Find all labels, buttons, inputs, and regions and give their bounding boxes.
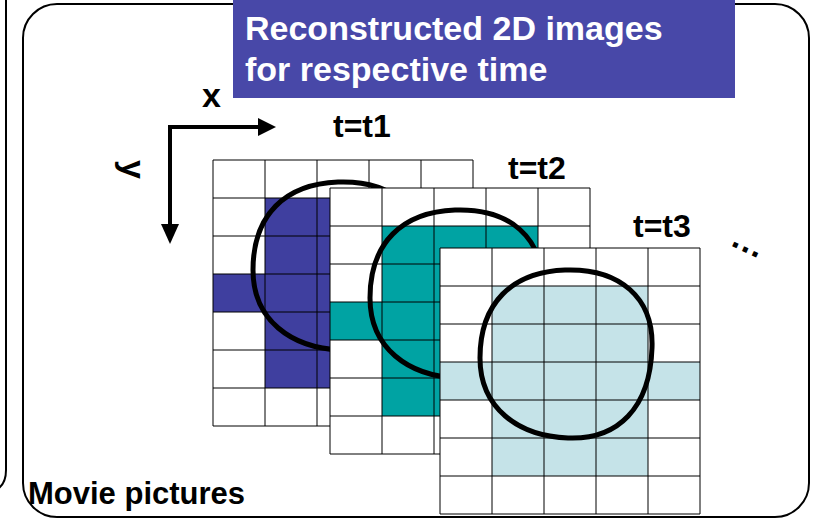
panel-caption: Movie pictures	[28, 476, 245, 512]
time-label: t=t3	[633, 208, 691, 245]
movie-panel: Movie pictures Reconstructed 2D images fo…	[22, 3, 810, 518]
left-panel-edge	[0, 0, 6, 492]
title-band: Reconstructed 2D images for respective t…	[233, 0, 735, 98]
panel-title: Reconstructed 2D images for respective t…	[245, 8, 685, 90]
ellipsis: …	[725, 217, 772, 267]
frame-grid	[440, 248, 700, 514]
axis-label: y	[114, 160, 153, 179]
axis-label: x	[202, 76, 221, 115]
time-label: t=t1	[333, 108, 391, 145]
time-label: t=t2	[508, 150, 566, 187]
